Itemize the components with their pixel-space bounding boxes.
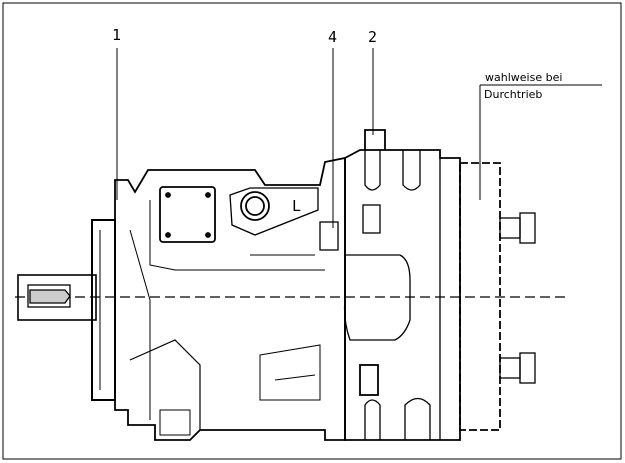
- note-line-2: Durchtrieb: [484, 88, 543, 101]
- callout-1: 1: [112, 26, 122, 44]
- rear-cover: [459, 162, 536, 431]
- port-label: L: [292, 197, 302, 215]
- note-line-1: wahlweise bei: [485, 71, 563, 84]
- housing: [114, 156, 346, 441]
- shaft: [17, 274, 97, 321]
- valve-block: [319, 129, 461, 441]
- callout-4: 4: [328, 28, 338, 46]
- plug-4: [319, 221, 339, 251]
- callout-2: 2: [368, 28, 378, 46]
